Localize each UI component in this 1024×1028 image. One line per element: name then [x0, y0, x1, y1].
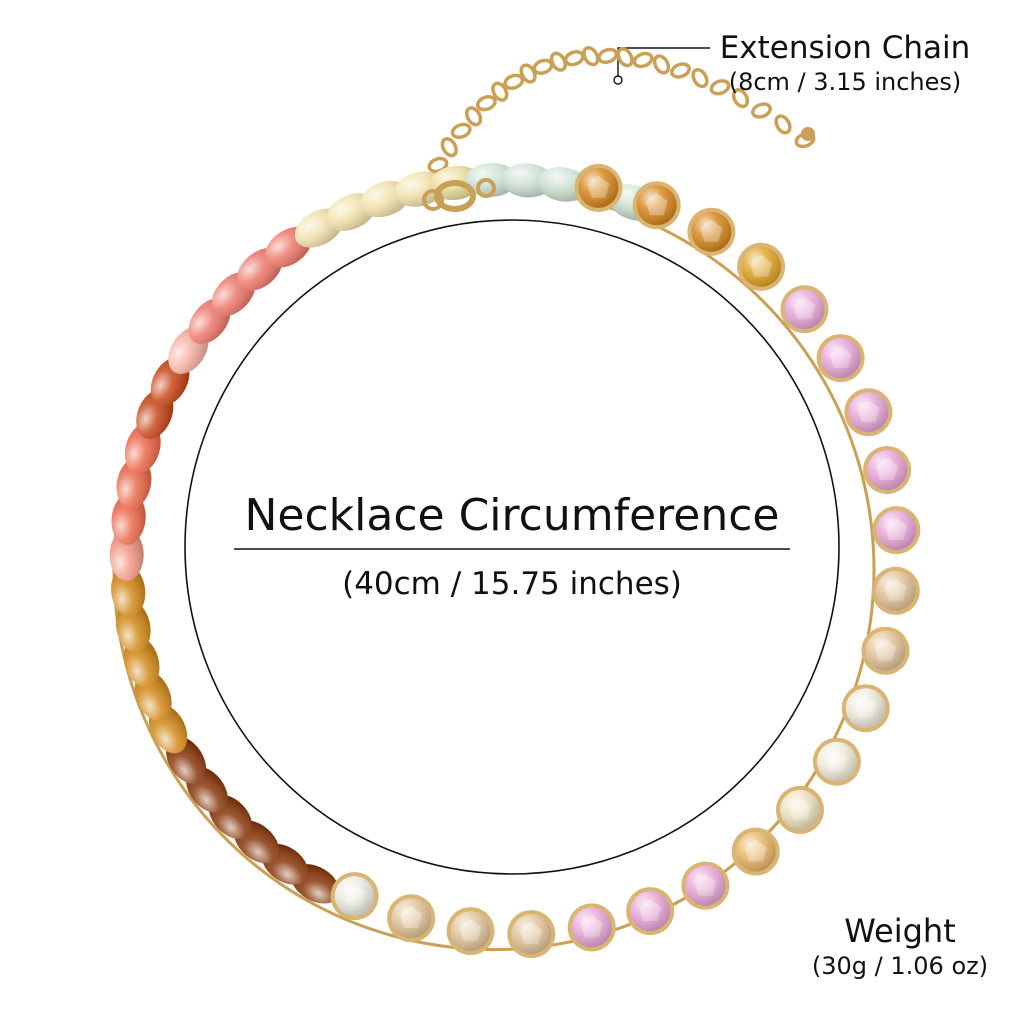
rhinestone — [574, 163, 623, 212]
rhinestone — [731, 827, 780, 876]
rhinestone — [776, 785, 824, 834]
chain-link — [491, 81, 509, 102]
rhinestone — [841, 684, 890, 733]
chain-link — [632, 51, 654, 69]
rhinestone — [872, 506, 921, 555]
chain-link — [503, 73, 525, 90]
rhinestone — [681, 861, 730, 910]
weight-size: (30g / 1.06 oz) — [811, 952, 989, 980]
chain-link — [475, 95, 497, 112]
rhinestone — [780, 285, 829, 334]
chain-link — [731, 87, 750, 109]
chain-link — [774, 114, 792, 135]
rhinestone — [446, 907, 495, 956]
chain-link — [652, 54, 671, 75]
chain-link — [709, 79, 731, 96]
chain-link — [670, 62, 691, 79]
rhinestone — [626, 887, 675, 936]
chain-end-drop — [801, 127, 815, 141]
rhinestone — [861, 626, 910, 675]
chain-link — [440, 137, 458, 158]
rhinestone — [632, 181, 681, 230]
chain-link — [751, 102, 772, 119]
extension-chain-pointer — [613, 47, 710, 85]
extension-chain-size: (8cm / 3.15 inches) — [728, 68, 962, 96]
glass-bead — [109, 528, 144, 581]
rhinestone — [812, 737, 861, 786]
circumference-size: (40cm / 15.75 inches) — [342, 566, 682, 602]
chain-link — [691, 67, 709, 89]
chain-link — [582, 46, 600, 67]
chain-link — [464, 106, 483, 127]
chain-link — [450, 122, 472, 140]
lobster-clasp — [422, 178, 496, 212]
rhinestone — [816, 334, 865, 383]
extension-chain-label: Extension Chain — [719, 30, 971, 66]
rhinestone — [330, 872, 379, 921]
rhinestone-strand — [330, 163, 921, 959]
rhinestone — [844, 388, 893, 437]
rhinestone — [871, 566, 920, 615]
rhinestone — [567, 903, 616, 952]
rhinestone — [507, 910, 556, 959]
rhinestone — [687, 207, 736, 256]
rhinestone — [863, 446, 912, 494]
extension-chain — [427, 46, 816, 174]
chain-link — [549, 51, 568, 72]
rhinestone — [737, 242, 786, 291]
circumference-label: Necklace Circumference — [244, 490, 780, 541]
chain-link — [616, 47, 634, 68]
chain-link — [597, 47, 619, 65]
weight-label: Weight — [844, 912, 956, 950]
circumference-guide-circle — [184, 219, 840, 875]
rhinestone — [387, 894, 436, 943]
chain-link — [563, 50, 585, 67]
